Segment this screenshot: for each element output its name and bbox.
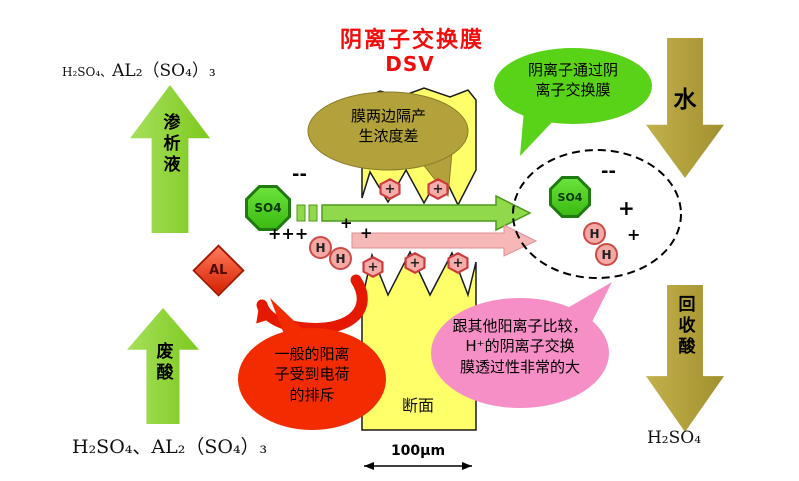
fixed-charge-plus: + (406, 254, 424, 272)
top-left-formula: H₂SO₄、AL₂（SO₄）₃ (62, 56, 216, 81)
cation-rejection-arrow (256, 274, 368, 334)
fixed-charge-plus: + (429, 180, 447, 198)
top-left-formula-large: AL₂（SO₄）₃ (112, 61, 216, 81)
waste-acid-up-arrow: 废酸 (127, 308, 199, 424)
fixed-charge-hexagon: + (427, 178, 449, 200)
fixed-charge-plus: + (449, 254, 467, 272)
fixed-charge-hexagon: + (404, 252, 426, 274)
recovered-acid-down-arrow: 回收酸 (646, 285, 724, 432)
anion-pass-callout-tail (520, 110, 556, 156)
plus-mark: + (627, 225, 641, 244)
top-left-formula-small: H₂SO₄、 (62, 65, 113, 79)
diagram-title: 阴离子交换膜 (339, 28, 484, 53)
bottom-right-formula: H₂SO₄ (646, 428, 702, 448)
fixed-charge-hexagon: + (447, 252, 469, 274)
anion-arrow-dash-1 (296, 204, 306, 222)
sulfate-ion-right: SO4 (549, 176, 591, 218)
plus-marks-triple: +++ (268, 224, 309, 243)
bottom-left-formula: H₂SO₄、AL₂（SO₄）₃ (72, 436, 268, 458)
minus-marks-right: -- (601, 161, 616, 182)
sulfate-ion-left: SO4 (245, 185, 291, 231)
dialysate-arrow-label: 渗析液 (159, 113, 180, 176)
fixed-charge-plus: + (381, 180, 399, 198)
recovered-acid-arrow-label: 回收酸 (674, 295, 695, 358)
aluminum-ion-label: AL (208, 262, 228, 278)
h-permeate-callout-text: 跟其他阳离子比较， H⁺的阴离子交换 膜透过性非常的大 (452, 317, 588, 376)
cation-reject-callout-text: 一般的阳离 子受到电荷 的排斥 (274, 345, 350, 404)
minus-marks-left: -- (292, 164, 307, 185)
thickness-label: 100μm (390, 443, 446, 459)
water-down-arrow: 水 (646, 38, 724, 178)
sulfate-ion-left-label: SO4 (248, 188, 288, 228)
anion-pass-callout-text: 阴离子通过阴 离子交换膜 (527, 61, 618, 100)
hydrogen-ion: H (309, 236, 332, 259)
fixed-charge-hexagon: + (379, 178, 401, 200)
hydrogen-ion: H (595, 243, 618, 266)
water-arrow-label: 水 (673, 87, 697, 113)
dialysate-up-arrow: 渗析液 (130, 85, 210, 233)
plus-mark: + (360, 224, 373, 242)
membrane-model-label: DSV (385, 52, 435, 76)
concentration-callout-text: 膜两边隔产 生浓度差 (350, 107, 426, 146)
plus-mark: + (340, 214, 353, 232)
waste-acid-arrow-label: 废酸 (152, 342, 173, 384)
proton-transport-arrow (351, 224, 538, 257)
hydrogen-ion: H (329, 247, 352, 270)
anion-arrow-dash-2 (308, 204, 318, 222)
anion-transport-arrow (321, 194, 532, 232)
cation-reject-callout-tail (270, 298, 312, 338)
plus-mark: + (618, 196, 635, 220)
fixed-charge-hexagon: + (362, 256, 384, 278)
cross-section-label: 断面 (401, 396, 434, 415)
hydrogen-ion: H (583, 222, 606, 245)
sulfate-ion-right-label: SO4 (552, 179, 588, 215)
fixed-charge-plus: + (364, 258, 382, 276)
aluminum-ion: AL (191, 243, 245, 297)
